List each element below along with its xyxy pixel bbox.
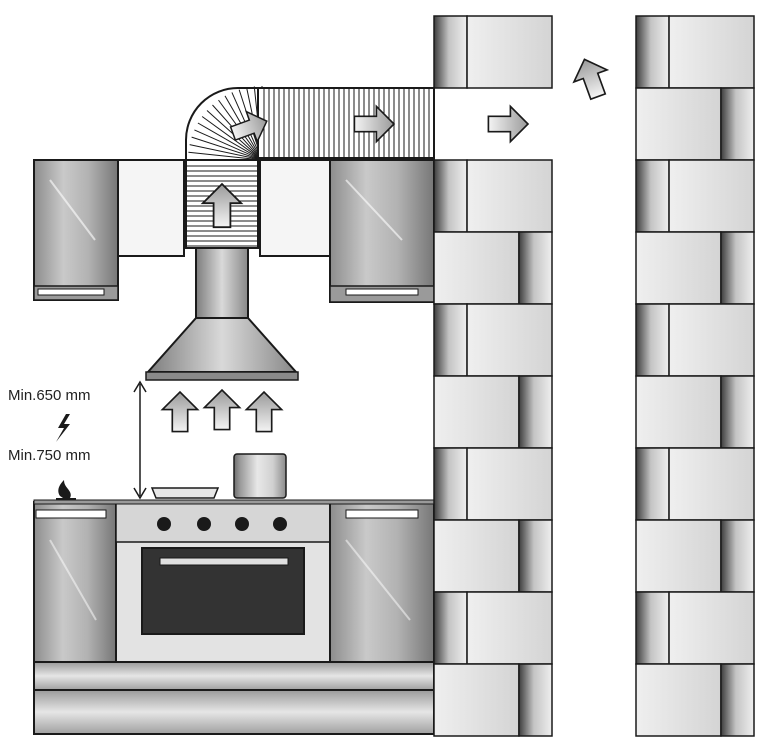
brick — [433, 375, 520, 449]
hood-canopy — [145, 317, 299, 373]
clearance-gas-label: Min.650 mm — [8, 387, 91, 404]
brick — [433, 231, 520, 305]
base-cabinet-right — [329, 501, 435, 663]
brick — [668, 591, 755, 665]
base-cabinet-left — [33, 501, 117, 663]
brick-wall-top-block — [433, 15, 553, 89]
brick — [518, 663, 553, 737]
brick — [466, 159, 553, 233]
countertop-line — [33, 499, 435, 505]
brick — [433, 303, 468, 377]
brick — [635, 519, 722, 593]
brick — [720, 663, 755, 737]
brick — [518, 519, 553, 593]
brick — [466, 591, 553, 665]
brick — [635, 663, 722, 737]
airflow-arrow-icon — [200, 182, 244, 229]
brick — [433, 15, 468, 89]
clearance-electric-label: Min.750 mm — [8, 447, 91, 464]
brick — [635, 303, 670, 377]
brick — [433, 159, 468, 233]
wall-cabinet-panel-left — [117, 159, 185, 257]
brick — [635, 591, 670, 665]
oven-knob — [273, 517, 287, 531]
airflow-arrow-icon — [244, 390, 284, 433]
brick-wall-left — [433, 159, 553, 737]
oven-knob — [197, 517, 211, 531]
cooking-pot — [233, 453, 287, 499]
airflow-arrow-icon — [160, 390, 200, 433]
wall-cabinet-right — [329, 159, 435, 303]
airflow-arrow-icon — [202, 388, 242, 431]
brick — [433, 447, 468, 521]
airflow-arrows — [160, 58, 610, 433]
brick — [635, 231, 722, 305]
plinth-lower — [33, 689, 435, 735]
brick — [720, 519, 755, 593]
frying-pan — [150, 487, 220, 499]
oven-handle — [159, 557, 289, 566]
range-hood — [145, 247, 299, 381]
oven — [115, 501, 331, 663]
brick — [668, 303, 755, 377]
brick — [720, 375, 755, 449]
brick — [668, 447, 755, 521]
brick — [466, 447, 553, 521]
clearance-dimension — [133, 380, 147, 500]
airflow-arrow-icon — [353, 104, 396, 144]
airflow-arrow-icon — [572, 58, 610, 101]
brick — [635, 87, 722, 161]
brick — [433, 663, 520, 737]
brick — [635, 375, 722, 449]
brick — [635, 15, 670, 89]
airflow-arrow-icon — [487, 104, 530, 144]
wall-cabinet-left — [33, 159, 119, 301]
brick — [635, 159, 670, 233]
flame-icon — [56, 480, 76, 501]
brick-wall-right — [635, 15, 755, 737]
airflow-arrow-icon — [229, 110, 268, 144]
brick — [466, 303, 553, 377]
brick — [635, 447, 670, 521]
oven-knob — [157, 517, 171, 531]
brick — [518, 231, 553, 305]
brick — [668, 159, 755, 233]
oven-knob — [235, 517, 249, 531]
lightning-icon — [56, 414, 70, 442]
brick — [720, 231, 755, 305]
brick — [433, 591, 468, 665]
plinth-upper — [33, 661, 435, 691]
brick — [668, 15, 755, 89]
brick — [720, 87, 755, 161]
wall-cabinet-panel-right — [259, 159, 331, 257]
brick — [433, 519, 520, 593]
brick — [518, 375, 553, 449]
hood-chimney — [195, 247, 249, 319]
brick — [466, 15, 553, 89]
